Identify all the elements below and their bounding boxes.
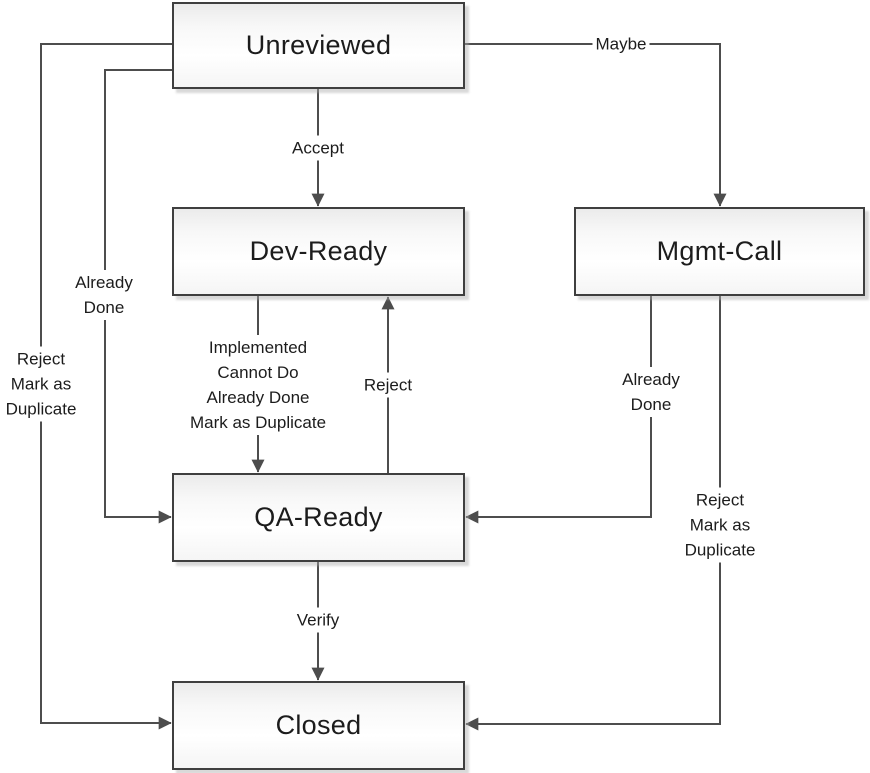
edge-label-line: Mark as Duplicate [189, 413, 327, 432]
edge-label-verify: Verify [293, 607, 343, 633]
node-unreviewed-label: Unreviewed [245, 30, 392, 60]
edge-label-reject-duplicate-right: Reject Mark as Duplicate [681, 487, 759, 563]
edge-reject-duplicate-right-line [465, 296, 721, 731]
node-mgmt-call-label: Mgmt-Call [656, 236, 783, 266]
edge-label-line: Duplicate [684, 540, 756, 560]
edge-label-line: Reject [363, 375, 413, 395]
node-dev-ready-label: Dev-Ready [249, 236, 388, 266]
edge-label-line: Accept [292, 138, 344, 158]
edge-label-line: Already [75, 273, 133, 292]
edge-label-line: Mark as [689, 515, 751, 535]
edge-label-line: Mark as [10, 374, 72, 394]
node-closed-label: Closed [275, 710, 362, 740]
edge-label-line: Already Done [206, 388, 310, 407]
edge-label-line: Duplicate [5, 399, 77, 419]
edge-label-line: Maybe [595, 34, 647, 54]
edge-label-already-done-right: Already Done [619, 367, 683, 417]
node-dev-ready: Dev-Ready [172, 207, 465, 296]
edge-label-reject-up: Reject [360, 372, 416, 398]
edge-label-reject-duplicate-left: Reject Mark as Duplicate [2, 346, 80, 422]
node-qa-ready-label: QA-Ready [254, 502, 383, 532]
edge-label-line: Verify [296, 610, 340, 630]
node-mgmt-call: Mgmt-Call [574, 207, 865, 296]
edge-label-accept: Accept [289, 135, 347, 161]
edge-label-line: Done [83, 298, 125, 317]
edge-label-implemented: Implemented Cannot Do Already Done Mark … [186, 335, 330, 435]
node-qa-ready: QA-Ready [172, 473, 465, 562]
edge-maybe-line [465, 43, 727, 207]
edge-label-already-done-left: Already Done [72, 270, 136, 320]
edge-label-maybe: Maybe [592, 31, 650, 57]
edge-label-line: Done [630, 395, 672, 414]
edge-label-line: Reject [695, 490, 745, 510]
node-unreviewed: Unreviewed [172, 2, 465, 89]
edge-label-line: Cannot Do [217, 363, 299, 382]
edge-label-line: Reject [16, 349, 66, 369]
edge-label-line: Implemented [208, 338, 308, 357]
node-closed: Closed [172, 681, 465, 770]
edge-label-line: Already [622, 370, 680, 389]
